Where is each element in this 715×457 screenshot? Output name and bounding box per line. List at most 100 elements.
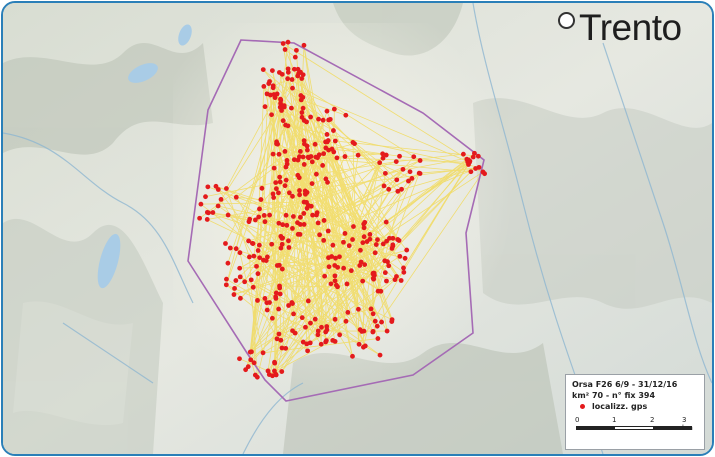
gps-fix-point — [375, 336, 381, 341]
gps-fix-point — [250, 240, 255, 246]
track-segment — [304, 119, 324, 145]
legend-area: km² 70 - n° fix 394 — [572, 391, 656, 400]
track-segment — [257, 83, 270, 274]
gps-fix-point — [371, 270, 377, 276]
track-segment — [207, 219, 336, 282]
gps-fix-point — [356, 306, 361, 312]
gps-fix-point — [468, 169, 474, 175]
gps-fix-point — [278, 245, 284, 251]
track-segment — [350, 270, 360, 345]
gps-fix-point — [256, 242, 262, 248]
gps-fix-point — [267, 212, 273, 218]
gps-fix-point — [224, 276, 229, 282]
gps-fix-point — [380, 241, 386, 247]
gps-fix-point — [261, 83, 267, 89]
track-segment — [302, 171, 472, 343]
gps-fix-point — [251, 253, 257, 259]
gps-fix-point — [290, 85, 295, 91]
gps-fix-point — [276, 220, 282, 226]
gps-fix-point — [255, 298, 260, 303]
track-segment — [225, 95, 302, 244]
gps-fixes — [197, 39, 488, 380]
gps-fix-point — [253, 217, 258, 223]
gps-fix-point — [475, 153, 481, 159]
track-segment — [226, 93, 278, 189]
gps-fix-point — [473, 166, 478, 171]
gps-fix-point — [312, 316, 318, 322]
track-segment — [379, 162, 398, 181]
gps-fix-point — [269, 241, 275, 247]
gps-fix-point — [470, 154, 476, 160]
gps-fix-point — [292, 330, 298, 336]
gps-fix-point — [281, 104, 287, 110]
gps-fix-point — [368, 306, 374, 312]
gps-fix-point — [382, 170, 388, 176]
gps-fix-point — [276, 262, 282, 268]
gps-fix-point — [285, 69, 291, 75]
gps-fix-point — [300, 154, 306, 160]
gps-fix-point — [375, 288, 381, 294]
gps-fix-point — [308, 114, 314, 120]
gps-fix-point — [416, 170, 422, 176]
gps-fix-point — [305, 298, 311, 304]
gps-fix-point — [355, 152, 361, 158]
track-segment — [267, 309, 336, 342]
gps-fix-point — [257, 255, 263, 261]
gps-fix-point — [386, 263, 392, 269]
track-segment — [282, 173, 421, 245]
gps-fix-point — [198, 201, 204, 207]
gps-fix-point — [328, 281, 334, 287]
track-segment — [281, 110, 386, 273]
gps-fix-point — [326, 117, 332, 123]
gps-fix-point — [223, 282, 229, 288]
gps-fix-point — [272, 368, 277, 374]
gps-fix-point — [264, 254, 270, 260]
gps-fix-point — [341, 265, 347, 271]
track-segment — [372, 171, 484, 333]
gps-fix-point — [273, 290, 279, 296]
gps-fix-point — [204, 217, 210, 222]
gps-fix-point — [358, 247, 363, 253]
gps-fix-point — [238, 295, 243, 301]
gps-fix-point — [258, 197, 264, 202]
gps-fix-point — [460, 151, 466, 157]
gps-fix-point — [286, 238, 291, 244]
track-segment — [325, 178, 374, 275]
gps-fix-point — [316, 116, 321, 122]
gps-fix-point — [301, 199, 307, 205]
gps-fix-point — [278, 337, 284, 343]
gps-fix-point — [290, 214, 296, 219]
track-segment — [283, 120, 413, 179]
gps-fix-point — [233, 278, 239, 283]
track-segment — [274, 171, 472, 364]
track-segment — [245, 227, 365, 370]
gps-fix-point — [261, 212, 267, 218]
gps-fix-point — [298, 93, 304, 98]
track-segment — [253, 255, 293, 304]
gps-fix-point — [305, 154, 311, 160]
gps-fix-point — [291, 157, 297, 163]
gps-fix-point — [297, 148, 303, 154]
track-segment — [331, 148, 387, 156]
track-segment — [249, 241, 344, 353]
gps-fix-point — [223, 241, 228, 246]
gps-fix-point — [247, 216, 253, 222]
gps-fix-point — [472, 150, 477, 156]
gps-fix-point — [286, 245, 292, 250]
track-segment — [292, 87, 470, 163]
gps-fix-point — [335, 284, 340, 290]
gps-fix-point — [282, 47, 288, 52]
gps-fix-point — [242, 279, 248, 285]
gps-fix-point — [326, 255, 331, 261]
gps-fix-point — [331, 128, 336, 133]
gps-fix-point — [401, 265, 406, 271]
gps-fix-point — [255, 271, 261, 277]
track-segment — [292, 172, 420, 331]
gps-fix-point — [372, 250, 378, 256]
gps-fix-point — [262, 104, 268, 110]
gps-fix-point — [341, 239, 346, 245]
gps-fix-point — [318, 341, 324, 347]
gps-fix-point — [317, 232, 323, 238]
gps-fix-point — [279, 369, 285, 374]
gps-fix-point — [260, 350, 266, 356]
